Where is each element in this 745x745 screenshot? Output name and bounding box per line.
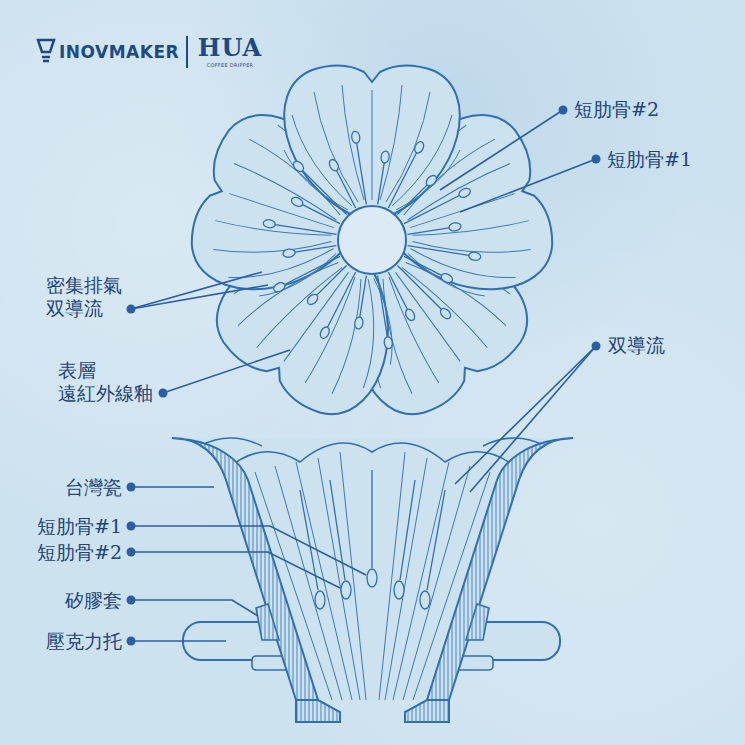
leader-lines (131, 110, 596, 641)
part-name: 短肋骨#2 (37, 541, 122, 564)
part-name: 双導流 (608, 334, 665, 357)
brand-tagline: COFFEE DRIPPER (207, 63, 254, 68)
brand-logo: HUA (198, 34, 263, 63)
logo-icon (38, 40, 54, 61)
part-name: 短肋骨#1 (607, 148, 692, 171)
brand-name: INOVMAKER (59, 42, 179, 62)
side-view (172, 438, 573, 722)
top-view (179, 65, 565, 432)
part-name: 表層 遠紅外線釉 (58, 359, 153, 405)
logo-separator (186, 36, 188, 68)
part-name: 短肋骨#1 (37, 515, 122, 538)
part-name: 密集排氣 双導流 (46, 274, 122, 320)
part-name: 短肋骨#2 (574, 98, 659, 121)
part-name: 台灣瓷 (65, 476, 122, 499)
leader-dots (127, 106, 601, 646)
part-name: 壓克力托 (46, 630, 122, 653)
part-name: 矽膠套 (65, 589, 122, 612)
